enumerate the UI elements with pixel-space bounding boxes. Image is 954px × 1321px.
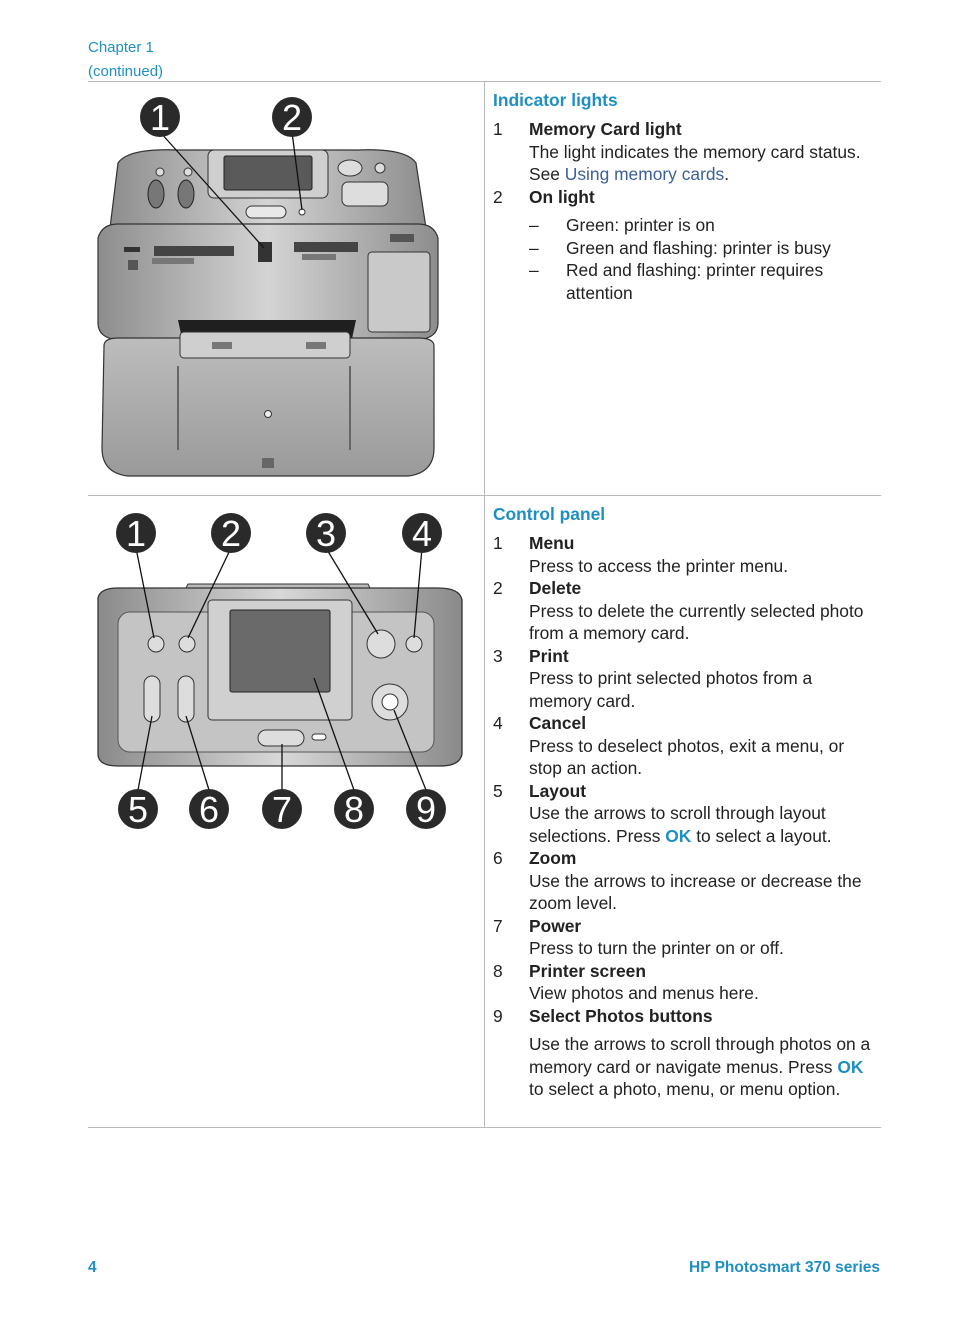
list-item: 1 Menu Press to access the printer menu. <box>493 532 873 577</box>
item-term: Print <box>529 645 569 666</box>
list-item: 2 On light <box>493 186 873 209</box>
table-column-rule <box>484 81 485 1127</box>
item-number: 2 <box>493 186 503 207</box>
item-number: 8 <box>493 960 503 981</box>
list-item: 4 Cancel Press to deselect photos, exit … <box>493 712 873 780</box>
list-item: 5 Layout Use the arrows to scroll throug… <box>493 780 873 848</box>
list-item: 1 Memory Card light The light indicates … <box>493 118 873 186</box>
item-term: Select Photos buttons <box>529 1005 713 1026</box>
item-number: 3 <box>493 645 503 666</box>
dash: – <box>529 237 539 258</box>
item-term: Menu <box>529 533 575 553</box>
item-desc: The light indicates the memory card stat… <box>529 141 861 185</box>
item-number: 5 <box>493 780 503 801</box>
bullet-item: –Red and flashing: printer requires atte… <box>529 260 824 303</box>
list-item: 6 Zoom Use the arrows to increase or dec… <box>493 847 873 915</box>
callout-7-badge <box>262 789 302 829</box>
item-number: 4 <box>493 713 503 733</box>
callout-9-badge <box>406 789 446 829</box>
indicator-lights-title: Indicator lights <box>493 90 618 110</box>
control-panel-figure: 1 2 3 4 5 6 7 8 9 <box>97 513 463 830</box>
on-light-bullets: –Green: printer is on –Green and flashin… <box>529 214 873 304</box>
ok-label: OK <box>665 825 692 846</box>
item-term: Cancel <box>529 713 587 733</box>
list-item: 8 Printer screen View photos and menus h… <box>493 960 873 1005</box>
callout-1-badge <box>140 97 180 137</box>
product-name: HP Photosmart 370 series <box>689 1259 880 1276</box>
item-desc: Press to delete the currently selected p… <box>529 600 864 644</box>
item-number: 6 <box>493 848 503 868</box>
callout-2: 2 <box>221 513 241 554</box>
item-term: Memory Card light <box>529 119 682 139</box>
item-desc: View photos and menus here. <box>529 983 759 1003</box>
bullet-item: –Green and flashing: printer is busy <box>529 237 831 258</box>
callout-2: 2 <box>282 97 302 138</box>
callout-6-badge <box>189 789 229 829</box>
callout-8-badge <box>334 789 374 829</box>
callout-7: 7 <box>272 789 292 830</box>
callout-2-badge <box>211 513 251 553</box>
list-item: 7 Power Press to turn the printer on or … <box>493 915 873 960</box>
page-number: 4 <box>88 1259 97 1276</box>
item-term: Zoom <box>529 848 577 868</box>
item-desc: Use the arrows to increase or decrease t… <box>529 870 862 914</box>
item-desc: Use the arrows to scroll through layout … <box>529 803 832 846</box>
list-item: –Green: printer is on –Green and flashin… <box>493 214 873 304</box>
callout-1-badge <box>116 513 156 553</box>
bullet-item: –Green: printer is on <box>529 215 715 235</box>
item-desc: Use the arrows to scroll through photos … <box>529 1034 871 1099</box>
item-number: 2 <box>493 578 503 598</box>
item-number: 9 <box>493 1005 503 1026</box>
dash: – <box>529 215 539 235</box>
table-bottom-rule <box>88 1127 881 1128</box>
callout-1: 1 <box>150 97 170 138</box>
item-term: On light <box>529 186 595 207</box>
callout-5: 5 <box>128 789 148 830</box>
continued-label: (continued) <box>88 63 164 80</box>
item-desc: Press to deselect photos, exit a menu, o… <box>529 735 845 779</box>
ok-label: OK <box>837 1056 864 1077</box>
callout-6: 6 <box>199 789 219 830</box>
dash: – <box>529 260 539 280</box>
item-term: Power <box>529 915 582 936</box>
callout-4: 4 <box>412 513 432 554</box>
callout-1: 1 <box>126 513 146 554</box>
item-number: 7 <box>493 915 503 936</box>
item-term: Layout <box>529 780 587 801</box>
chapter-label: Chapter 1 <box>88 39 154 56</box>
item-number: 1 <box>493 533 503 553</box>
item-desc: Press to print selected photos from a me… <box>529 668 813 711</box>
callout-5-badge <box>118 789 158 829</box>
using-memory-cards-link[interactable]: Using memory cards <box>564 164 725 184</box>
list-item: 2 Delete Press to delete the currently s… <box>493 577 873 645</box>
callout-3-badge <box>306 513 346 553</box>
item-desc: Press to access the printer menu. <box>529 555 789 576</box>
item-number: 1 <box>493 119 503 139</box>
list-item: 9 Select Photos buttons Use the arrows t… <box>493 1005 873 1101</box>
callout-4-badge <box>402 513 442 553</box>
indicator-lights-section: Indicator lights 1 Memory Card light The… <box>493 88 873 304</box>
item-desc: Press to turn the printer on or off. <box>529 938 784 958</box>
item-term: Delete <box>529 578 582 598</box>
control-panel-title: Control panel <box>493 504 606 524</box>
callout-8: 8 <box>344 789 364 830</box>
printer-front-figure: 1 2 <box>97 97 439 477</box>
chapter-header: Chapter 1 (continued) <box>88 36 163 84</box>
list-item: 3 Print Press to print selected photos f… <box>493 645 873 713</box>
callout-2-badge <box>272 97 312 137</box>
callout-9: 9 <box>416 789 436 830</box>
control-panel-section: Control panel 1 Menu Press to access the… <box>493 502 873 1101</box>
item-term: Printer screen <box>529 960 646 981</box>
callout-3: 3 <box>316 513 336 554</box>
